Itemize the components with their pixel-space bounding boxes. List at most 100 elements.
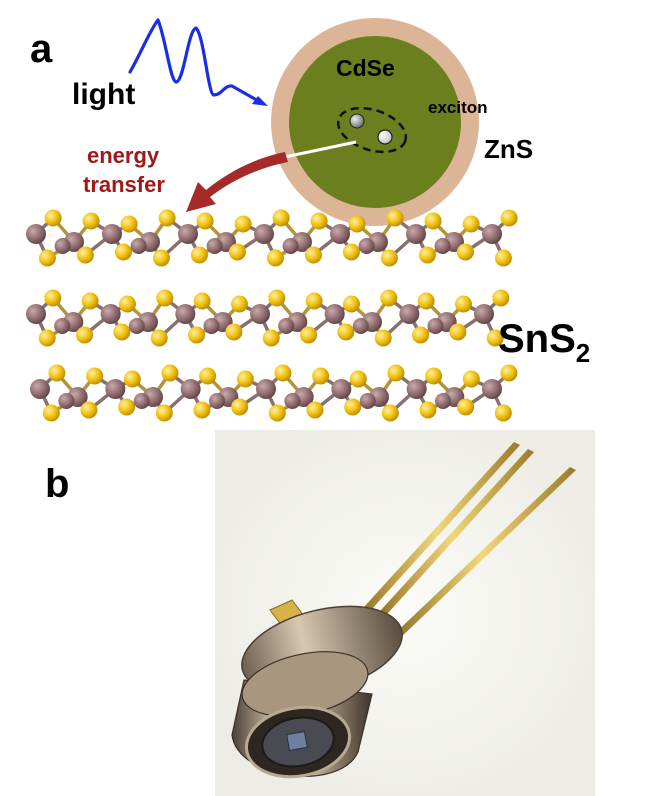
tin-atom bbox=[180, 379, 201, 399]
sulfur-atom bbox=[38, 329, 56, 347]
sulfur-atom bbox=[337, 323, 355, 341]
sulfur-atom bbox=[494, 404, 512, 422]
sulfur-atom bbox=[300, 326, 318, 344]
tin-atom bbox=[359, 393, 376, 409]
sulfur-atom bbox=[274, 364, 292, 382]
tin-atom bbox=[330, 224, 350, 244]
sulfur-atom bbox=[419, 401, 437, 419]
detector-pin-2 bbox=[370, 449, 534, 624]
tin-atom bbox=[482, 379, 502, 399]
tin-atom bbox=[434, 238, 451, 254]
sulfur-atom bbox=[387, 364, 405, 382]
sulfur-atom bbox=[374, 329, 392, 347]
sulfur-atom bbox=[462, 370, 480, 388]
tin-atom bbox=[30, 379, 50, 399]
sulfur-atom bbox=[457, 398, 475, 416]
panel-b-label: b bbox=[45, 462, 69, 506]
tin-atom bbox=[427, 318, 444, 334]
tin-atom bbox=[209, 393, 226, 409]
sulfur-atom bbox=[380, 249, 398, 267]
tin-atom bbox=[474, 304, 494, 324]
tin-atom bbox=[399, 304, 420, 324]
zns-label: ZnS bbox=[484, 134, 533, 164]
panel-a: a light CdSe exciton ZnS energy transfer… bbox=[26, 18, 590, 422]
sulfur-atom bbox=[48, 364, 66, 382]
sulfur-atom bbox=[342, 243, 360, 261]
detector-pin-1 bbox=[354, 442, 520, 620]
sulfur-atom bbox=[272, 209, 290, 227]
sulfur-atom bbox=[225, 323, 243, 341]
sulfur-atom bbox=[500, 209, 518, 227]
sulfur-atom bbox=[236, 370, 254, 388]
sns2-label-subscript: 2 bbox=[576, 338, 590, 368]
sulfur-atom bbox=[118, 398, 136, 416]
sulfur-atom bbox=[306, 401, 324, 419]
sulfur-atom bbox=[80, 401, 98, 419]
sulfur-atom bbox=[492, 289, 510, 307]
sulfur-atom bbox=[120, 215, 138, 233]
sulfur-atom bbox=[114, 243, 132, 261]
tin-atom bbox=[130, 238, 147, 254]
photodiode-chip bbox=[286, 730, 308, 752]
panel-b: b bbox=[45, 430, 595, 796]
sns2-crystal bbox=[26, 209, 518, 422]
sulfur-atom bbox=[199, 367, 217, 385]
tin-atom bbox=[128, 318, 145, 334]
tin-atom bbox=[203, 318, 220, 334]
tin-atom bbox=[482, 224, 502, 244]
sulfur-atom bbox=[190, 246, 208, 264]
sulfur-atom bbox=[188, 326, 206, 344]
tin-atom bbox=[102, 224, 122, 244]
tin-atom bbox=[435, 393, 452, 409]
tin-atom bbox=[105, 379, 126, 399]
sulfur-atom bbox=[123, 370, 141, 388]
light-wave-icon bbox=[128, 18, 264, 105]
exciton-boundary bbox=[336, 106, 408, 154]
sulfur-atom bbox=[500, 364, 518, 382]
sulfur-atom bbox=[193, 292, 211, 310]
sulfur-atom bbox=[310, 212, 328, 230]
tin-atom bbox=[282, 238, 299, 254]
tin-atom bbox=[358, 238, 375, 254]
tin-atom bbox=[254, 224, 274, 244]
energy-label: energy bbox=[87, 143, 160, 168]
tin-atom bbox=[406, 224, 426, 244]
sulfur-atom bbox=[262, 329, 280, 347]
sulfur-atom bbox=[234, 215, 252, 233]
sulfur-atom bbox=[156, 289, 174, 307]
sulfur-atom bbox=[344, 398, 362, 416]
sulfur-atom bbox=[417, 292, 435, 310]
tin-atom bbox=[352, 318, 369, 334]
tin-atom bbox=[406, 379, 427, 399]
sns2-label-main: SnS bbox=[498, 317, 576, 361]
sulfur-atom bbox=[150, 329, 168, 347]
light-arrowhead-icon bbox=[252, 96, 268, 106]
sulfur-atom bbox=[76, 246, 94, 264]
tin-atom bbox=[133, 393, 150, 409]
light-label: light bbox=[72, 78, 135, 111]
sulfur-atom bbox=[82, 212, 100, 230]
sulfur-atom bbox=[44, 289, 62, 307]
tin-atom bbox=[178, 224, 198, 244]
electron-particle bbox=[349, 113, 365, 129]
tin-atom bbox=[54, 318, 71, 334]
sulfur-atom bbox=[42, 404, 60, 422]
detector-pin-3 bbox=[388, 467, 576, 642]
cdse-label: CdSe bbox=[336, 55, 395, 81]
sulfur-atom bbox=[161, 364, 179, 382]
tin-atom bbox=[284, 393, 301, 409]
sulfur-atom bbox=[349, 370, 367, 388]
sulfur-atom bbox=[342, 295, 360, 313]
sulfur-atom bbox=[152, 249, 170, 267]
sulfur-atom bbox=[44, 209, 62, 227]
sulfur-atom bbox=[268, 289, 286, 307]
sulfur-atom bbox=[118, 295, 136, 313]
sulfur-atom bbox=[454, 295, 472, 313]
sulfur-atom bbox=[231, 398, 249, 416]
sulfur-atom bbox=[158, 209, 176, 227]
sulfur-atom bbox=[305, 292, 323, 310]
transfer-label: transfer bbox=[83, 172, 165, 197]
tin-atom bbox=[58, 393, 75, 409]
sulfur-atom bbox=[425, 367, 443, 385]
tin-atom bbox=[324, 304, 345, 324]
